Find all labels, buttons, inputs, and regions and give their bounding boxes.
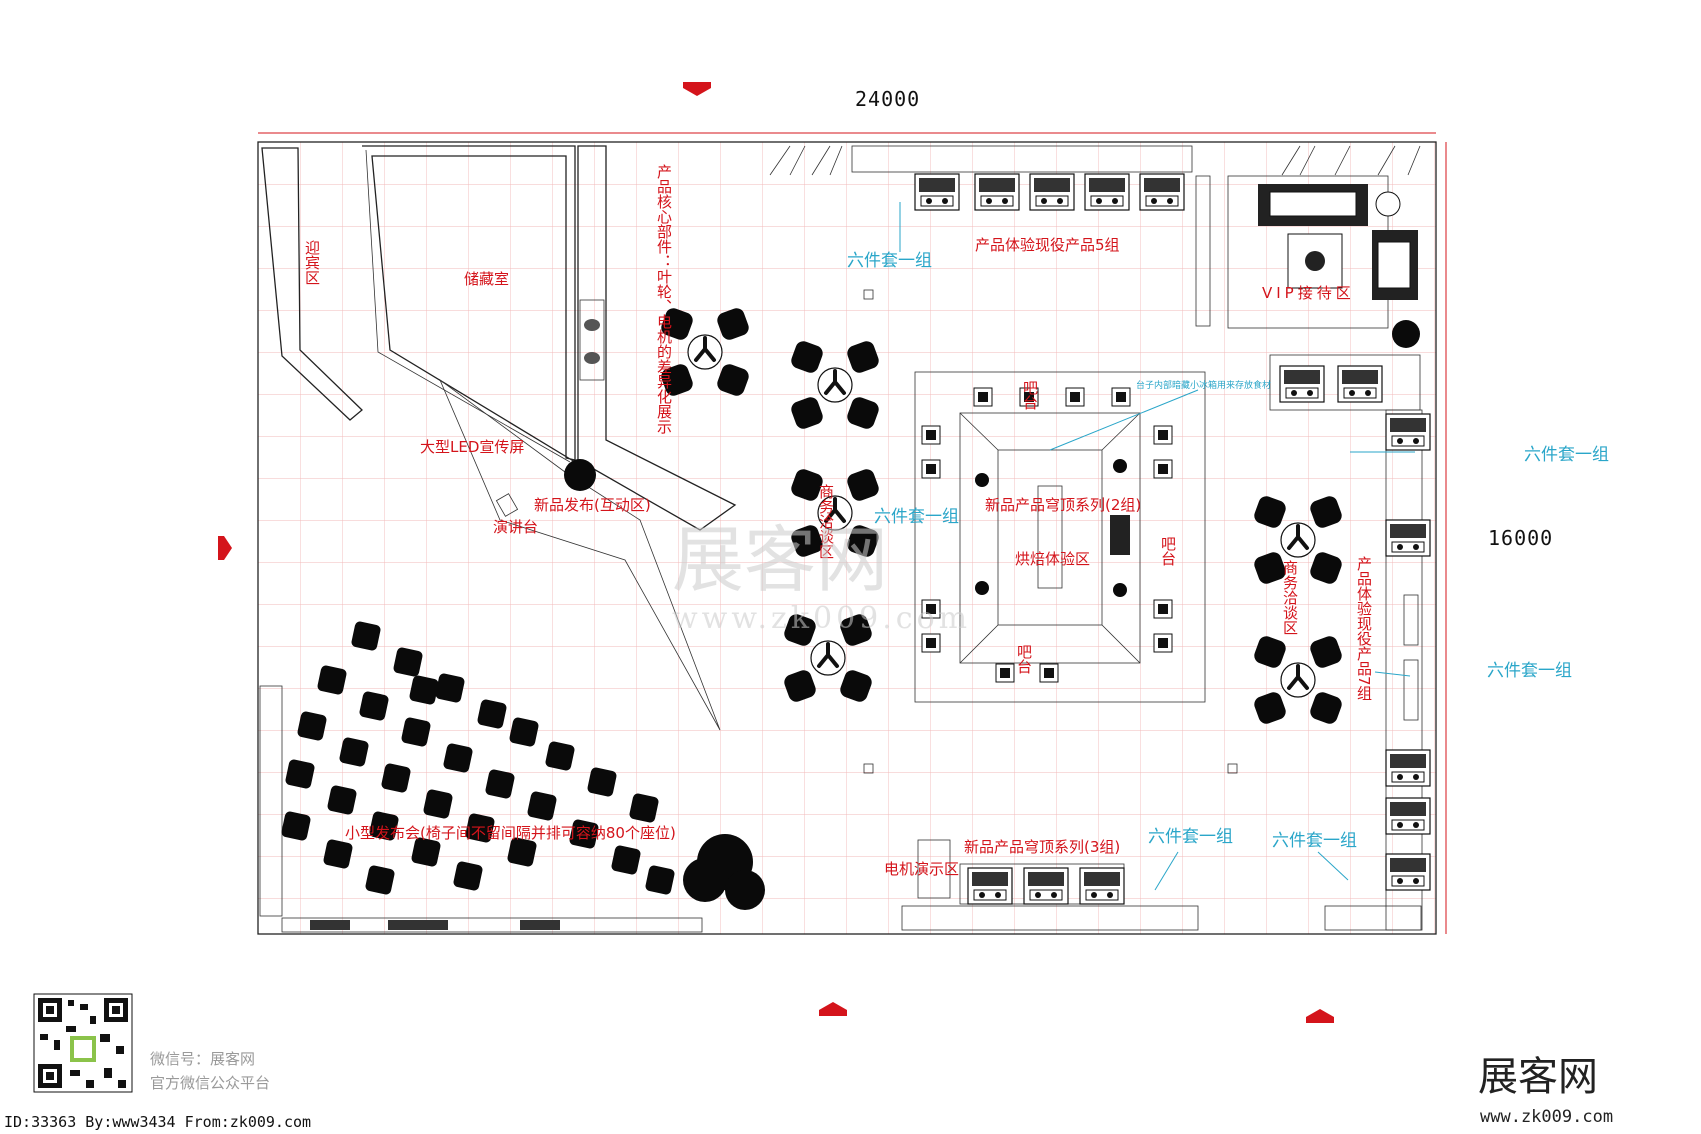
bottom-wall-strip [281, 917, 703, 933]
label-six-piece-3: 六件套一组 [1524, 445, 1609, 465]
label-vip: VIP接待区 [1262, 284, 1355, 302]
six-piece-labels: 六件套一组 六件套一组 六件套一组 六件套一组 六件套一组 六件套一组 [847, 251, 1609, 851]
width-dimension: 24000 [855, 87, 920, 111]
label-six-piece-2: 六件套一组 [874, 507, 959, 527]
pointer-lines [899, 202, 1415, 891]
label-baking: 烘焙体验区 [1015, 550, 1090, 568]
label-fridge-note: 台子内部暗藏小冰箱用来存放食材 [1136, 379, 1271, 391]
footer-wechat: 微信号：展客网 [150, 1050, 256, 1068]
label-six-piece-6: 六件套一组 [1272, 831, 1357, 851]
podium [495, 493, 519, 517]
label-storage: 储藏室 [464, 270, 509, 288]
label-experience7: 产品体验现役产品7组 [1355, 556, 1373, 701]
plant-decor-bottom [683, 834, 765, 910]
height-dimension: 16000 [1488, 526, 1553, 550]
label-new-hood2: 新品产品穹顶系列(2组) [985, 496, 1141, 514]
label-biz-left: 商务洽谈区 [817, 484, 835, 559]
pillar [863, 763, 874, 774]
label-motor-demo: 电机演示区 [884, 860, 959, 878]
shelf-column [1195, 175, 1211, 327]
bottom-counter [901, 905, 1199, 931]
right-counter-upper [1269, 354, 1421, 411]
footer-id-line: ID:33363 By:www3434 From:zk009.com [4, 1113, 312, 1131]
footer-platform: 官方微信公众平台 [150, 1074, 271, 1092]
watermark-url-corner: www.zk009.com [1480, 1107, 1613, 1127]
right-bottom-counter [1324, 905, 1422, 931]
label-bar-right: 吧台 [1159, 536, 1177, 566]
pillar [863, 289, 874, 300]
top-counter [851, 145, 1193, 173]
label-welcome: 迎宾区 [303, 240, 321, 285]
label-six-piece-1: 六件套一组 [847, 251, 932, 271]
left-lower-wall [259, 685, 283, 917]
baking-counter [1037, 485, 1063, 589]
label-biz-right: 商务洽谈区 [1281, 560, 1299, 635]
entry-arrow-left [218, 536, 232, 560]
label-bar-top: 吧台 [1021, 380, 1039, 410]
label-bar-bottom: 吧台 [1015, 644, 1033, 674]
center-island-zone [914, 371, 1206, 703]
watermark-url: www.zk009.com [672, 601, 971, 636]
entry-arrow-bottom-1 [819, 1002, 847, 1016]
entry-arrow-bottom-2 [1306, 1009, 1334, 1023]
center-bar-counter [959, 412, 1141, 664]
experience-stoves-top [914, 173, 1185, 211]
label-core-parts: 产品核心部件：叶轮、电机的差异化展示 [655, 164, 673, 434]
label-led: 大型LED宣传屏 [420, 438, 524, 456]
label-experience5: 产品体验现役产品5组 [975, 236, 1120, 254]
label-six-piece-4: 六件套一组 [1487, 661, 1572, 681]
watermark-brand-corner: 展客网 [1478, 1054, 1598, 1100]
vip-table [1287, 233, 1343, 289]
label-podium: 演讲台 [493, 518, 538, 536]
label-new-hood3: 新品产品穹顶系列(3组) [964, 838, 1120, 856]
core-parts-cabinet [579, 299, 605, 381]
watermark-brand: 展客网 [672, 518, 888, 602]
storage-wall-inner [365, 149, 571, 463]
storage-wall [362, 145, 576, 463]
entry-arrow-top [683, 82, 711, 96]
motor-demo-stand [917, 839, 951, 899]
label-six-piece-5: 六件套一组 [1148, 827, 1233, 847]
label-launch-interactive: 新品发布(互动区) [534, 496, 651, 514]
zone-labels: 迎宾区 储藏室 大型LED宣传屏 产品核心部件：叶轮、电机的差异化展示 新品发布… [303, 164, 1373, 878]
label-small-launch: 小型发布会(椅子间不留间隔并排可容纳80个座位) [345, 824, 676, 842]
grid-floor [258, 142, 1436, 934]
welcome-desk [261, 147, 363, 421]
pillar [1227, 763, 1238, 774]
booth-boundary [257, 141, 1437, 935]
qr-code [33, 993, 133, 1093]
top-decor-arcs [769, 145, 1421, 176]
